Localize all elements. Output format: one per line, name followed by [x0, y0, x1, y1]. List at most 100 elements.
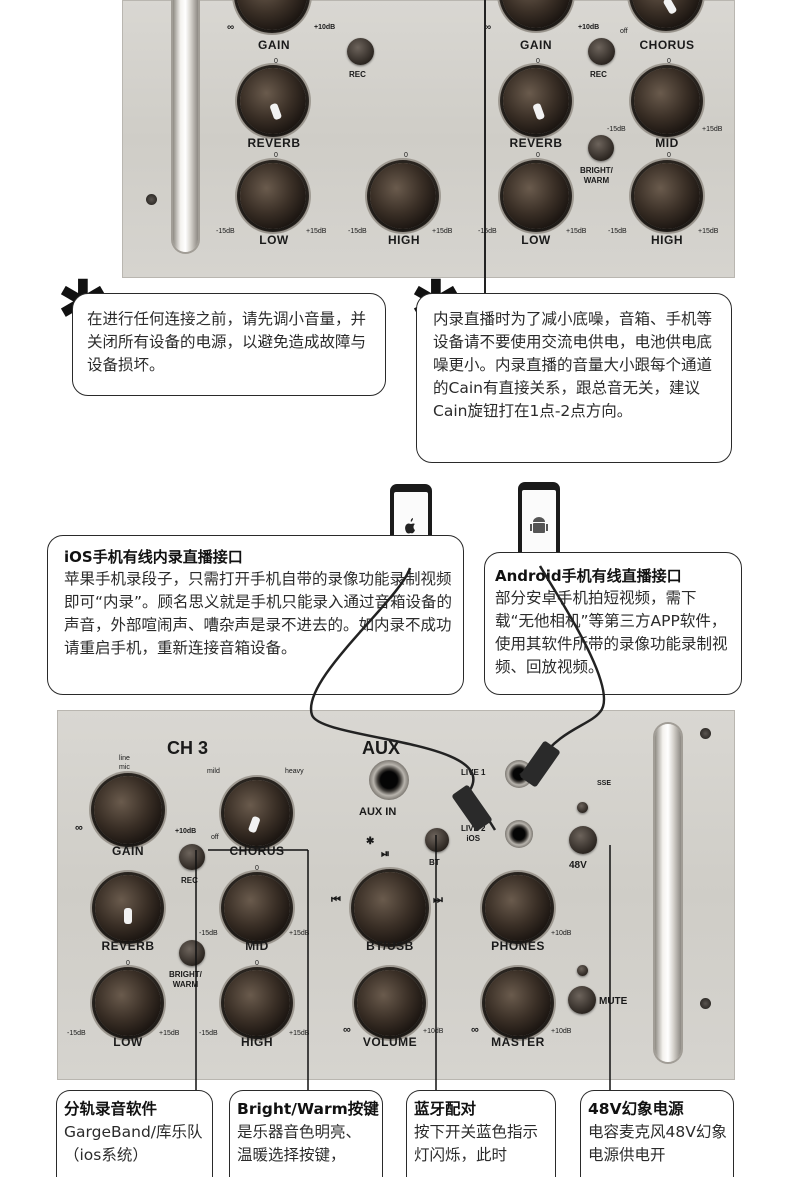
volume-label: VOLUME	[362, 1035, 418, 1049]
bt-usb-knob[interactable]	[354, 872, 426, 944]
gain-max-ch3: +10dB	[175, 828, 197, 835]
gain-infinity-left: ∞	[227, 22, 235, 33]
chorus-knob-ch3[interactable]	[224, 780, 290, 846]
bright-warm-button-right[interactable]	[588, 135, 614, 161]
reverb-label-ch3: REVERB	[101, 939, 155, 953]
volume-max: +10dB	[423, 1028, 444, 1035]
top-mixer-panel: ∞ +10dB GAIN REC 0 REVERB 0 -15dB +15dB …	[122, 0, 735, 278]
play-pause-icon: ⏯	[381, 848, 390, 860]
master-label: MASTER	[491, 1035, 545, 1049]
mid-label-right: MID	[655, 136, 679, 150]
ios-live-port-box: iOS手机有线内录直播接口 苹果手机录段子，只需打开手机自带的录像功能录制视频即…	[47, 535, 464, 695]
live2-label: LIVE 2 iOS	[461, 824, 486, 843]
panel-screw	[700, 728, 711, 739]
mid-knob-ch3[interactable]	[224, 875, 290, 941]
mid-zero-ch3: 0	[255, 865, 259, 872]
volume-knob[interactable]	[357, 970, 423, 1036]
reverb-knob-left[interactable]	[240, 68, 306, 134]
leader-line-rec	[484, 0, 486, 300]
live1-jack[interactable]	[505, 760, 533, 788]
mute-label: MUTE	[599, 996, 628, 1007]
bluetooth-icon: ✱	[366, 836, 375, 847]
low-label-left: LOW	[259, 233, 289, 247]
rec-button-ch3[interactable]	[179, 844, 205, 870]
note-live-text: 内录直播时为了减小底噪，音箱、手机等设备请不要使用交流电供电，电池供电底噪更小。…	[433, 310, 713, 420]
aux-in-jack[interactable]	[369, 760, 409, 800]
low-min-left: -15dB	[216, 228, 235, 235]
next-track-icon: ⏭	[433, 894, 443, 906]
mid-zero-right: 0	[667, 58, 671, 65]
low-label-ch3: LOW	[113, 1035, 143, 1049]
low-label-right: LOW	[521, 233, 551, 247]
reverb-knob-right[interactable]	[503, 68, 569, 134]
info-box-title: 分轨录音软件	[64, 1100, 158, 1118]
high-min-left: -15dB	[348, 228, 367, 235]
live1-label: LIVE 1	[461, 768, 486, 777]
mid-knob-right[interactable]	[634, 68, 700, 134]
chorus-knob-right[interactable]	[632, 0, 700, 28]
phantom-48v-button[interactable]	[569, 826, 597, 854]
android-box-title: Android手机有线直播接口	[495, 567, 682, 585]
low-zero-ch3: 0	[126, 960, 130, 967]
mid-max-right: +15dB	[702, 126, 723, 133]
high-label-right: HIGH	[651, 233, 683, 247]
info-box-title: Bright/Warm按键	[237, 1100, 379, 1118]
prev-track-icon: ⏮	[331, 894, 341, 906]
note-bubble-live: 内录直播时为了减小底噪，音箱、手机等设备请不要使用交流电供电，电池供电底噪更小。…	[416, 293, 732, 463]
info-box-bluetooth: 蓝牙配对 按下开关蓝色指示灯闪烁，此时	[406, 1090, 556, 1177]
high-min-right: -15dB	[608, 228, 627, 235]
low-max-right: +15dB	[566, 228, 587, 235]
low-zero-left: 0	[274, 152, 278, 159]
info-box-body: 是乐器音色明亮、温暖选择按键，	[237, 1123, 362, 1164]
master-knob[interactable]	[485, 970, 551, 1036]
ios-box-body: 苹果手机录段子，只需打开手机自带的录像功能录制视频即可“内录”。顾名思义就是手机…	[64, 570, 453, 657]
ch3-title: CH 3	[167, 738, 209, 758]
rec-button-left[interactable]	[347, 38, 374, 65]
reverb-knob-ch3[interactable]	[95, 875, 161, 941]
live2-jack[interactable]	[505, 820, 533, 848]
rec-label-left: REC	[349, 70, 366, 79]
bright-warm-button-ch3[interactable]	[179, 940, 205, 966]
low-min-right: -15dB	[478, 228, 497, 235]
low-min-ch3: -15dB	[67, 1030, 86, 1037]
gain-max-left: +10dB	[314, 24, 336, 31]
phones-max: +10dB	[551, 930, 572, 937]
rec-label-right: REC	[590, 70, 607, 79]
phantom-48v-label: 48V	[569, 860, 587, 871]
bt-button[interactable]	[425, 828, 449, 852]
gain-knob-right[interactable]	[502, 0, 570, 28]
high-max-right: +15dB	[698, 228, 719, 235]
rec-label-ch3: REC	[181, 876, 198, 885]
phones-label: PHONES	[491, 939, 545, 953]
gain-knob-ch3[interactable]	[94, 776, 162, 844]
gain-infinity-right: ∞	[484, 22, 492, 33]
ios-box-title: iOS手机有线内录直播接口	[64, 548, 243, 566]
high-label-ch3: HIGH	[241, 1035, 273, 1049]
gain-knob-left[interactable]	[237, 0, 307, 30]
mid-min-ch3: -15dB	[199, 930, 218, 937]
android-box-body: 部分安卓手机拍短视频，需下载“无他相机”等第三方APP软件，使用其软件所带的录像…	[495, 589, 728, 676]
rec-button-right[interactable]	[588, 38, 615, 65]
mute-button[interactable]	[568, 986, 596, 1014]
panel-screw	[146, 194, 157, 205]
low-zero-right: 0	[536, 152, 540, 159]
chorus-label-ch3: CHORUS	[229, 844, 285, 858]
sse-logo: SSE	[597, 780, 612, 787]
high-knob-right[interactable]	[634, 163, 700, 229]
low-knob-right[interactable]	[503, 163, 569, 229]
info-box-body: GargeBand/库乐队（ios系统）	[64, 1123, 203, 1164]
panel-screw	[700, 998, 711, 1009]
high-knob-left[interactable]	[370, 163, 436, 229]
high-label-left: HIGH	[388, 233, 420, 247]
high-zero-left: 0	[404, 152, 408, 159]
low-max-ch3: +15dB	[159, 1030, 180, 1037]
low-knob-ch3[interactable]	[95, 970, 161, 1036]
reverb-label-right: REVERB	[509, 136, 563, 150]
low-knob-left[interactable]	[240, 163, 306, 229]
phones-knob[interactable]	[485, 875, 551, 941]
info-box-body: 按下开关蓝色指示灯闪烁，此时	[414, 1123, 539, 1164]
high-knob-ch3[interactable]	[224, 970, 290, 1036]
gain-max-right: +10dB	[578, 24, 600, 31]
bottom-mixer-panel: CH 3 AUX AUX IN line mic ∞ +10dB GAIN mi…	[57, 710, 735, 1080]
gain-label-ch3: GAIN	[112, 844, 144, 858]
